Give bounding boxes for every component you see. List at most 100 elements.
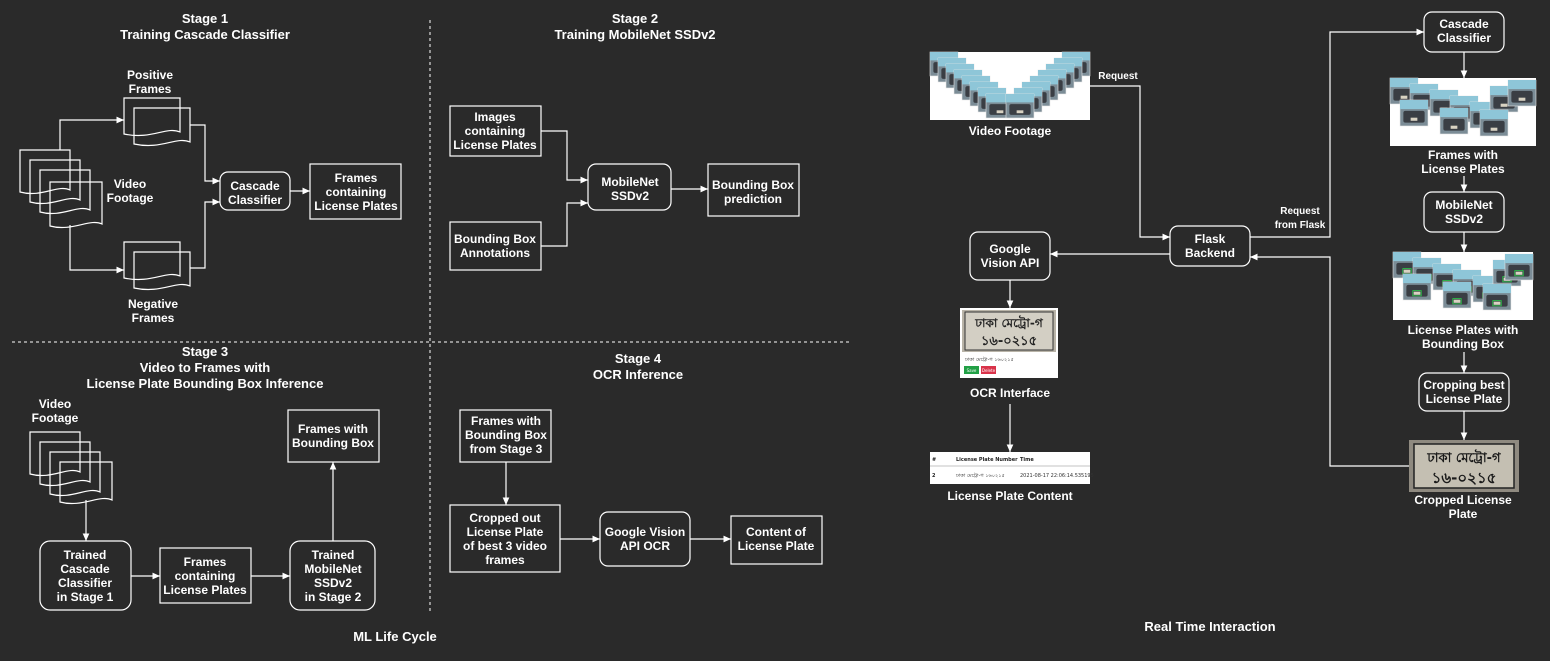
s3-mobilenet-label-line: Trained — [312, 548, 355, 562]
s3-cascade-label-line: Trained — [64, 548, 107, 562]
s3-mobilenet-label-line: SSDv2 — [314, 576, 352, 590]
rt-plates-bbox-label-line: License Plates with — [1408, 323, 1519, 337]
s4-cropped-label-line: of best 3 video — [463, 539, 547, 553]
s3-mobilenet-label-line: MobileNet — [304, 562, 361, 576]
s4-cropped-label-line: License Plate — [467, 525, 544, 539]
s4-gvision-label-line: Google Vision — [605, 525, 685, 539]
s2-edge-annotations-mobilenet — [541, 199, 588, 247]
s2-bbox-prediction-node — [707, 163, 800, 217]
rt-table-cell-num: 2 — [932, 473, 936, 479]
stage3-title-line: Video to Frames with — [140, 360, 271, 375]
rt-cropped-plate-number: ১৬-০২১৫ — [1432, 469, 1497, 487]
rt-frames-plates-label-line: Frames with — [1428, 148, 1498, 162]
s3-video-footage-label-line: Footage — [32, 411, 79, 425]
s1-positive-label-line: Frames — [129, 82, 172, 96]
s1-cascade-classifier-label-line: Cascade — [230, 179, 280, 193]
rt-ocr-save-label: Save — [967, 368, 977, 373]
rt-ocr-interface-image: ঢাকা মেট্রো-গ ১৬-০২১৫ ঢাকা মেট্রো-গ ১৬০২… — [960, 308, 1058, 378]
s3-frames-plates-label-line: Frames — [184, 555, 227, 569]
rt-request-label: Request — [1098, 71, 1138, 82]
s2-edge-images-mobilenet — [541, 130, 588, 184]
rt-ocr-interface-label-line: OCR Interface — [970, 386, 1050, 400]
s2-mobilenet-node — [587, 163, 672, 211]
s4-content-node — [730, 515, 823, 565]
rt-frames-plates-image — [1389, 77, 1537, 146]
s2-bbox-annotations-label-line: Bounding Box — [454, 232, 536, 246]
rt-cropped-plate-text: ঢাকা মেট্রো-গ — [1426, 449, 1501, 466]
s1-video-footage-stack — [19, 149, 103, 228]
rt-ocr-save-button — [964, 366, 979, 374]
rt-cascade-label-line: Classifier — [1437, 31, 1491, 45]
s3-frames-bbox-label-line: Bounding Box — [292, 436, 374, 450]
rt-ocr-plate-text: ঢাকা মেট্রো-গ — [974, 315, 1044, 330]
s4-cropped-label-line: Cropped out — [469, 511, 540, 525]
rt-ocr-line: ঢাকা মেট্রো-গ ১৬০২১৫ — [964, 356, 1014, 363]
rt-plate-content-label: License Plate Content — [947, 489, 1072, 503]
s4-cropped-label-line: frames — [485, 553, 525, 567]
rt-table-header-num: # — [932, 457, 936, 463]
rt-plates-bbox-image — [1392, 251, 1534, 320]
s1-positive-label-line: Positive — [127, 68, 173, 82]
s2-images-label-line: containing — [465, 124, 526, 138]
s4-frames-label-line: Bounding Box — [465, 428, 547, 442]
rt-edge-cropped-flask — [1250, 253, 1409, 467]
rt-request-flask-label: Request from Flask — [1275, 206, 1326, 231]
s3-cascade-label-line: Cascade — [60, 562, 110, 576]
rt-table-header-plate: License Plate Number — [956, 457, 1018, 463]
rt-video-footage-label-line: Video Footage — [969, 124, 1052, 138]
s4-frames-label-line: from Stage 3 — [470, 442, 543, 456]
realtime-title-line: Real Time Interaction — [1144, 619, 1275, 634]
s3-cascade-label-line: in Stage 1 — [57, 590, 114, 604]
realtime-title: Real Time Interaction — [1144, 619, 1275, 634]
s2-bbox-annotations-label-line: Annotations — [460, 246, 530, 260]
rt-request-flask-label-line: from Flask — [1275, 220, 1326, 231]
rt-flask-backend-label-line: Backend — [1185, 246, 1235, 260]
rt-request-flask-label-line: Request — [1280, 206, 1320, 217]
s1-frames-plates-label-line: Frames — [335, 171, 378, 185]
s1-negative-frames-stack — [123, 241, 191, 290]
rt-flask-backend-label-line: Flask — [1195, 232, 1226, 246]
rt-flask-backend-node — [1169, 225, 1251, 267]
s3-mobilenet-label-line: in Stage 2 — [305, 590, 362, 604]
s1-edge-positive-cascade — [190, 124, 220, 185]
stage1-title-line: Stage 1 — [182, 11, 228, 26]
s1-video-footage-label-line: Video — [114, 177, 146, 191]
s4-frames-label-line: Frames with — [471, 414, 541, 428]
rt-crop-best-label-line: Cropping best — [1423, 378, 1504, 392]
rt-cascade-label-line: Cascade — [1439, 17, 1489, 31]
stage3-title-line: Stage 3 — [182, 344, 228, 359]
s2-mobilenet-label-line: MobileNet — [601, 175, 658, 189]
s4-content-label-line: License Plate — [738, 539, 815, 553]
s1-frames-plates-label-line: containing — [326, 185, 387, 199]
rt-edge-video-flask — [1090, 85, 1170, 241]
s3-video-footage-label-line: Video — [39, 397, 71, 411]
rt-plate-content-table: # License Plate Number Time 2 ঢাকা মেট্র… — [930, 452, 1094, 484]
rt-plate-content-label-line: License Plate Content — [947, 489, 1072, 503]
s3-frames-plates-label-line: containing — [175, 569, 236, 583]
s2-bbox-prediction-label-line: prediction — [724, 192, 782, 206]
s2-bbox-prediction-label-line: Bounding Box — [712, 178, 794, 192]
stage2-title-line: Training MobileNet SSDv2 — [554, 27, 715, 42]
stage1-title-line: Training Cascade Classifier — [120, 27, 290, 42]
rt-crop-best-label-line: License Plate — [1426, 392, 1503, 406]
s2-images-label-line: License Plates — [453, 138, 537, 152]
rt-edge-flask-cascade — [1250, 28, 1424, 238]
rt-table-cell-time: 2021-08-17 22:06:14.535195 — [1020, 473, 1094, 479]
